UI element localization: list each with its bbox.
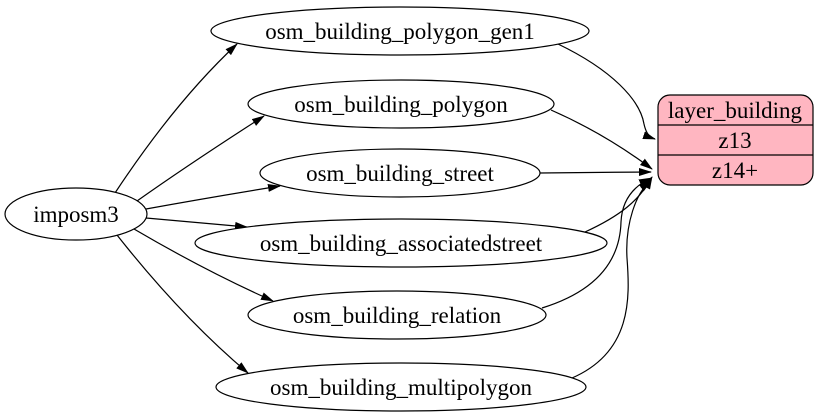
edge-polygon-gen1-to-z13 [557, 43, 656, 140]
node-osm-building-polygon-gen1: osm_building_polygon_gen1 [210, 6, 590, 56]
edge-relation-to-z14 [541, 177, 652, 309]
relation-label: osm_building_relation [293, 303, 502, 328]
polygon-gen1-ellipse [210, 6, 590, 56]
edge-imposm3-to-street [145, 183, 281, 210]
edge-street-to-z14 [539, 168, 652, 177]
edge-associatedstreet-to-z14 [584, 176, 653, 233]
polygon-ellipse [247, 79, 555, 129]
street-ellipse [259, 148, 541, 198]
edge-imposm3-to-multipolygon [116, 234, 249, 374]
edge-imposm3-to-polygon-gen1 [114, 43, 238, 194]
edge-imposm3-to-polygon [136, 115, 265, 202]
imposm3-ellipse [4, 187, 148, 241]
node-osm-building-street: osm_building_street [259, 148, 541, 198]
layer-building-title: layer_building [668, 98, 803, 123]
node-osm-building-associatedstreet: osm_building_associatedstreet [194, 218, 608, 268]
relation-ellipse [247, 290, 547, 340]
multipolygon-ellipse [215, 362, 587, 412]
associatedstreet-label: osm_building_associatedstreet [260, 231, 543, 256]
edge-imposm3-to-relation [133, 228, 274, 302]
edge-polygon-to-z14 [550, 109, 653, 170]
layer-building-row-z14: z14+ [712, 158, 758, 183]
polygon-gen1-label: osm_building_polygon_gen1 [265, 19, 535, 44]
multipolygon-label: osm_building_multipolygon [270, 375, 532, 400]
node-osm-building-multipolygon: osm_building_multipolygon [215, 362, 587, 412]
node-osm-building-polygon: osm_building_polygon [247, 79, 555, 129]
edge-multipolygon-to-z14 [571, 180, 652, 379]
node-imposm3: imposm3 [4, 187, 148, 241]
node-layer-building: layer_building z13 z14+ [657, 94, 814, 186]
edge-imposm3-to-associatedstreet [145, 217, 248, 230]
street-label: osm_building_street [306, 161, 494, 186]
imposm3-label: imposm3 [33, 202, 119, 227]
layer-building-box [657, 94, 814, 186]
associatedstreet-ellipse [194, 218, 608, 268]
layer-building-row-z13: z13 [718, 128, 751, 153]
polygon-label: osm_building_polygon [294, 92, 508, 117]
node-osm-building-relation: osm_building_relation [247, 290, 547, 340]
